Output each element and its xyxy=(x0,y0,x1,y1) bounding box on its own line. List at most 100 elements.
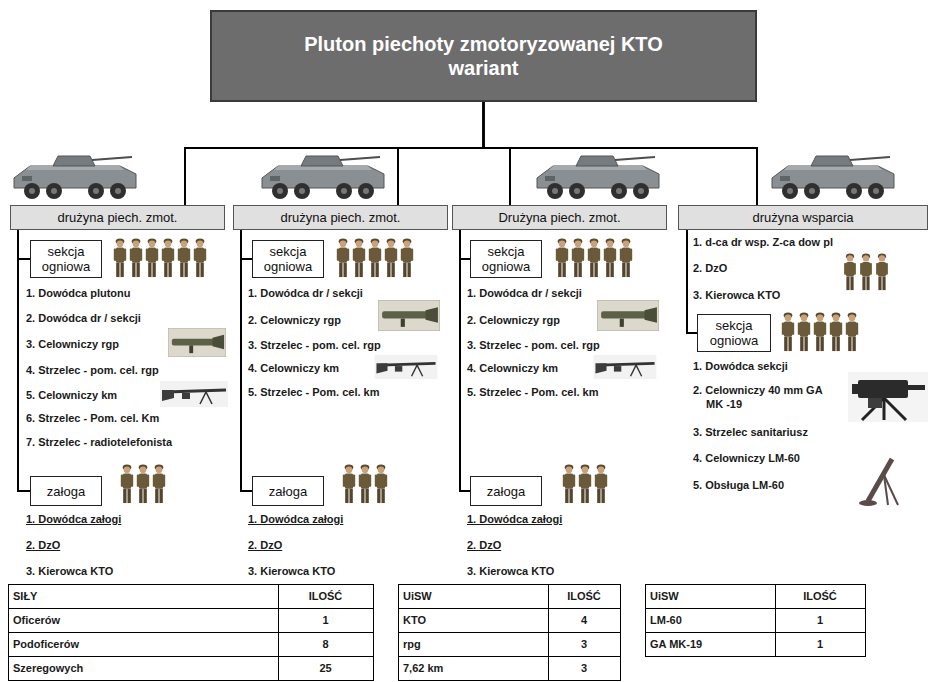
grenade-launcher-picture xyxy=(168,328,226,357)
squad-header: drużyna piech. zmot. xyxy=(10,205,225,230)
roster-item: 2. DzO xyxy=(467,538,667,552)
table-cell: ILOŚĆ xyxy=(548,589,620,603)
soldier-icon xyxy=(876,253,888,290)
soldier-icon xyxy=(860,253,872,290)
squad-header: drużyna wsparcia xyxy=(678,205,928,230)
soldier-icon xyxy=(130,238,142,277)
roster-item: 3. Strzelec - pom. cel. rgp xyxy=(467,338,667,352)
node-text: sekcja ogniowa xyxy=(702,318,766,348)
soldier-icon xyxy=(114,238,126,277)
section-box: sekcja ogniowa xyxy=(470,240,542,278)
connector-line xyxy=(241,230,252,491)
vehicle-icon xyxy=(262,156,384,199)
soldier-icon xyxy=(604,238,616,277)
roster-item: 4. Celowniczy LM-60 xyxy=(693,451,853,465)
soldier-icon xyxy=(337,238,349,277)
roster-item: 2. DzO xyxy=(693,261,923,275)
soldier-icon xyxy=(146,238,158,277)
vehicle-icon xyxy=(537,156,659,199)
table-cell: KTO xyxy=(403,613,543,627)
machine-gun-picture xyxy=(594,355,657,379)
node-text: załoga xyxy=(487,484,525,499)
table-cell: UiSW xyxy=(403,589,543,603)
roster-item: 3. Strzelec - pom. cel. rgp xyxy=(248,338,448,352)
roster-item: 2. Celowniczy rgp xyxy=(467,313,667,327)
table-cell: 3 xyxy=(548,637,620,651)
roster-item: 5. Strzelec - Pom. cel. km xyxy=(467,385,667,399)
connector-line xyxy=(18,230,30,259)
roster-item: 2. Celowniczy 40 mm GA MK -19 xyxy=(693,383,833,411)
roster-item: 2. DzO xyxy=(248,538,448,552)
roster-item: 3. Celowniczy rgp xyxy=(26,337,224,351)
node-text: sekcja ogniowa xyxy=(35,244,97,274)
grenade-launcher-picture xyxy=(378,300,440,331)
soldier-icon xyxy=(375,464,387,503)
soldier-icon xyxy=(798,312,810,351)
soldier-icon xyxy=(844,253,856,290)
soldier-icon xyxy=(782,312,794,351)
roster-item: 5. Obsługa LM-60 xyxy=(693,478,853,492)
table-cell: Podoficerów xyxy=(13,637,273,651)
roster-item: 6. Strzelec - Pom. cel. Km xyxy=(26,411,224,425)
vehicle-icon xyxy=(772,156,894,199)
table-cell: UiSW xyxy=(650,589,770,603)
roster-item: 1. Dowódca załogi xyxy=(26,512,224,526)
machine-gun-picture xyxy=(160,381,228,407)
connector-line xyxy=(484,102,511,205)
crew-box: załoga xyxy=(470,476,542,506)
connector-line xyxy=(241,230,252,259)
soldier-icon xyxy=(121,464,133,503)
node-text: sekcja ogniowa xyxy=(475,244,537,274)
soldier-icon xyxy=(556,238,568,277)
table-cell: SIŁY xyxy=(13,589,273,603)
table-cell: ILOŚĆ xyxy=(775,589,865,603)
roster-item: 1. Dowódca dr / sekcji xyxy=(467,286,667,300)
table-cell: 4 xyxy=(548,613,620,627)
soldier-icon xyxy=(588,238,600,277)
grenade-launcher-mk19-icon xyxy=(848,372,928,422)
table-cell: 8 xyxy=(278,637,373,651)
section-box: sekcja ogniowa xyxy=(697,314,771,352)
table-cell: 3 xyxy=(548,661,620,675)
connector-line xyxy=(398,102,484,205)
soldier-icon xyxy=(846,312,858,351)
roster-item: 5. Strzelec - Pom. cel. km xyxy=(248,385,448,399)
roster-item: 3. Kierowca KTO xyxy=(693,288,923,302)
roster-item: 3. Kierowca KTO xyxy=(467,564,667,578)
roster-item: 2. Dowódca dr / sekcji xyxy=(26,311,224,325)
vehicle-icon xyxy=(14,156,136,199)
grenade-launcher-picture xyxy=(597,300,659,331)
soldier-icon xyxy=(353,238,365,277)
section-box: sekcja ogniowa xyxy=(252,240,324,278)
roster-item: 1. Dowódca plutonu xyxy=(26,286,224,300)
roster-item: 1. Dowódca sekcji xyxy=(693,359,853,373)
table-grid xyxy=(9,585,866,681)
node-text: drużyna wsparcia xyxy=(752,210,853,226)
soldier-icon xyxy=(814,312,826,351)
roster-item: 2. DzO xyxy=(26,538,224,552)
table-cell: 1 xyxy=(775,613,865,627)
mortar-icon xyxy=(859,459,898,506)
roster-item: 1. d-ca dr wsp. Z-ca dow pl xyxy=(693,235,923,249)
soldier-icon xyxy=(579,464,591,503)
roster-item: 4. Celowniczy km xyxy=(248,361,448,375)
crew-box: załoga xyxy=(252,476,324,506)
node-text: drużyna piech. zmot. xyxy=(281,210,401,226)
table-cell: 7,62 km xyxy=(403,661,543,675)
squad-header: Drużyna piech. zmot. xyxy=(452,205,667,230)
table-cell: Oficerów xyxy=(13,613,273,627)
node-text: Pluton piechoty zmotoryzowanej KTO waria… xyxy=(284,32,684,80)
roster-item: 3. Kierowca KTO xyxy=(248,564,448,578)
roster-item: 4. Strzelec - pom. cel. rgp xyxy=(26,363,224,377)
soldier-icon xyxy=(385,238,397,277)
soldier-icon xyxy=(137,464,149,503)
roster-item: 1. Dowódca załogi xyxy=(467,512,667,526)
roster-item: 5. Celowniczy km xyxy=(26,388,224,402)
roster-item: 1. Dowódca załogi xyxy=(248,512,448,526)
node-text: drużyna piech. zmot. xyxy=(58,210,178,226)
soldier-icon xyxy=(572,238,584,277)
roster-item: 3. Strzelec sanitariusz xyxy=(693,425,853,439)
roster-item: 2. Celowniczy rgp xyxy=(248,313,448,327)
connector-line xyxy=(460,230,470,491)
